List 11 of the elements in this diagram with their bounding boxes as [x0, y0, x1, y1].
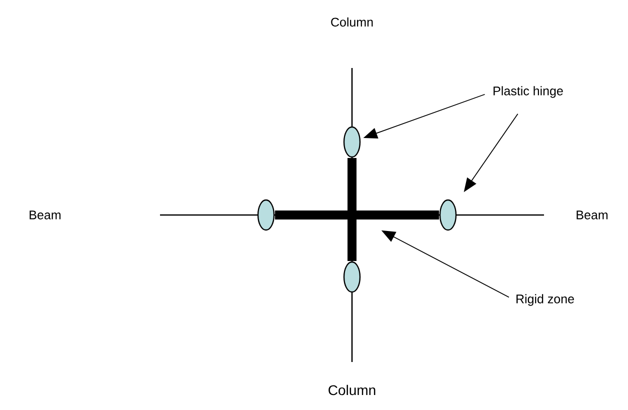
rigid-zone [275, 158, 439, 261]
plastic-hinge [257, 199, 275, 231]
callout-text: Rigid zone [516, 294, 574, 306]
member-label: Column [328, 384, 376, 396]
plastic-hinge [343, 126, 361, 158]
member-label: Beam [576, 210, 608, 220]
plastic-hinge [343, 261, 361, 293]
member-label: Column [331, 17, 373, 27]
member-label: Beam [30, 210, 60, 220]
plastic-hinge [439, 199, 457, 231]
callout-text: Plastic hinge [494, 86, 563, 98]
